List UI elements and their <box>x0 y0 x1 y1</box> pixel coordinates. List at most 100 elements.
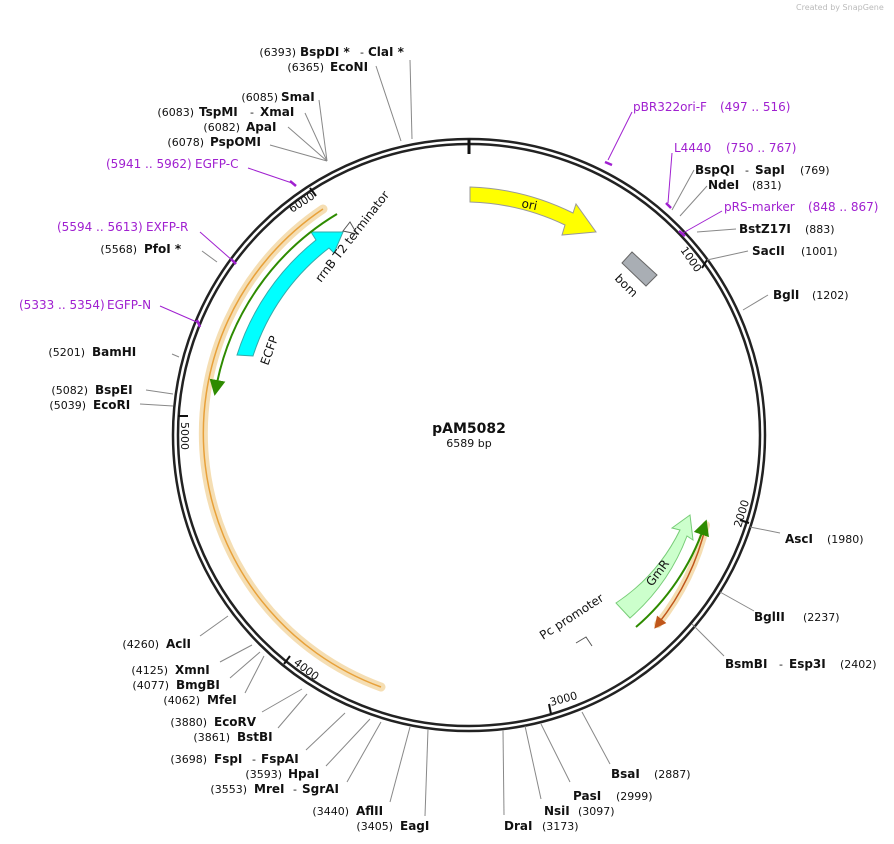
ecfp-label: ECFP <box>258 334 281 367</box>
site-sep-bspdi: - <box>360 46 364 59</box>
leader-bgli <box>742 294 769 311</box>
snapgene-credit: Created by SnapGene <box>796 3 884 12</box>
site-name-bglii: BglII <box>754 610 785 624</box>
site-name-asci: AscI <box>785 532 813 546</box>
site-pos-bspdi: (6393) <box>259 46 296 59</box>
site-name-ecori: EcoRI <box>93 398 130 412</box>
site-sep-mrei: - <box>293 783 297 796</box>
site-pos-mfei: (4062) <box>163 694 200 707</box>
primer-name-exfpr: EXFP-R <box>146 220 188 234</box>
site-name-drai: DraI <box>504 819 532 833</box>
primer-range-l4440: (750 .. 767) <box>726 141 796 155</box>
leader-bspdi <box>375 65 402 142</box>
primer-marks <box>195 160 686 328</box>
site-pos-bstbi: (3861) <box>193 731 230 744</box>
site-pos-econi: (6365) <box>287 61 324 74</box>
site-name-ecorv: EcoRV <box>214 715 257 729</box>
site-pos-bgli: (1202) <box>812 289 849 302</box>
site-name-nsii: NsiI <box>544 804 570 818</box>
plasmid-length: 6589 bp <box>446 437 491 450</box>
site-labels-right: DraI (3173) NsiI (3097) PasI (2999) BsaI… <box>504 163 877 833</box>
leader-mrei <box>346 721 382 783</box>
site-sep-fspi: - <box>252 753 256 766</box>
site-pos-tspmi: (6083) <box>157 106 194 119</box>
site-pos-bstz17i: (883) <box>805 223 835 236</box>
site-pos-pspomi: (6078) <box>167 136 204 149</box>
pc-promoter-label: Pc promoter <box>537 591 606 643</box>
ori-label: ori <box>520 196 538 213</box>
site-pos-smai: (6085) <box>241 91 278 104</box>
leader-ecorv <box>261 688 303 713</box>
ecfp-arrow <box>236 231 344 357</box>
site-name-bsai: BsaI <box>611 767 640 781</box>
primer-mark-exfpr <box>230 258 237 265</box>
primer-labels: pBR322ori-F (497 .. 516) L4440 (750 .. 7… <box>19 100 878 312</box>
leader-mfei <box>244 655 265 694</box>
leader-l4440 <box>667 152 673 204</box>
site-name-bamhi: BamHI <box>92 345 136 359</box>
primer-mark-egfpn <box>195 319 202 328</box>
primer-name-pbr322: pBR322ori-F <box>633 100 707 114</box>
primer-leaders <box>159 111 723 324</box>
primer-range-egfpc: (5941 .. 5962) <box>106 157 192 171</box>
leader-xmni <box>219 644 253 663</box>
tick-label-5000: 5000 <box>178 422 191 450</box>
site-pos-ndei: (831) <box>752 179 782 192</box>
leader-bspei <box>145 389 174 395</box>
leader-pfoi <box>201 250 218 263</box>
site-name-apai: ApaI <box>246 120 276 134</box>
site-name-pspomi: PspOMI <box>210 135 261 149</box>
primer-name-prs: pRS-marker <box>724 200 795 214</box>
site-pos-xmni: (4125) <box>131 664 168 677</box>
leader-bspqi <box>671 169 695 211</box>
leader-bsmbi <box>691 623 725 657</box>
site-name2-bspdi: ClaI * <box>368 45 405 59</box>
leader-pspomi <box>269 144 328 162</box>
site-name2-tspmi: XmaI <box>260 105 294 119</box>
site-name-bstbi: BstBI <box>237 730 273 744</box>
orf-right <box>635 519 710 629</box>
tick-2000 <box>739 519 750 524</box>
tick-1000 <box>701 259 708 269</box>
site-name-bmgbi: BmgBI <box>176 678 220 692</box>
feature-ecfp: ECFP <box>236 231 344 367</box>
site-pos-pfoi: (5568) <box>100 243 137 256</box>
tick-3000 <box>548 703 552 715</box>
tick-label-4000: 4000 <box>291 656 321 683</box>
site-pos-nsii: (3097) <box>578 805 615 818</box>
site-name-mrei: MreI <box>254 782 284 796</box>
site-name-tspmi: TspMI <box>199 105 238 119</box>
primer-mark-prs <box>678 230 686 237</box>
site-pos-bglii: (2237) <box>803 611 840 624</box>
pc-promoter-icon <box>575 636 593 647</box>
site-name-sacii: SacII <box>752 244 785 258</box>
site-pos-eagi: (3405) <box>356 820 393 833</box>
tick-6000 <box>309 187 317 197</box>
leader-apai <box>287 126 328 162</box>
site-pos-mrei: (3553) <box>210 783 247 796</box>
leader-lines <box>139 59 781 817</box>
site-name-fspi: FspI <box>214 752 242 766</box>
leader-bsai <box>581 711 611 765</box>
site-pos-fspi: (3698) <box>170 753 207 766</box>
leader-drai <box>502 729 505 816</box>
leader-ecori <box>139 403 174 407</box>
site-pos-bspei: (5082) <box>51 384 88 397</box>
feature-pc-promoter: Pc promoter <box>537 591 606 647</box>
site-name-bstz17i: BstZ17I <box>739 222 791 236</box>
leader-fspi <box>305 712 346 751</box>
orf-green-left <box>209 213 338 396</box>
site-pos-acli: (4260) <box>122 638 159 651</box>
site-pos-apai: (6082) <box>203 121 240 134</box>
site-name-bgli: BglI <box>773 288 799 302</box>
site-name2-fspi: FspAI <box>261 752 299 766</box>
leader-econi <box>409 59 413 140</box>
site-name-bspdi: BspDI * <box>300 45 350 59</box>
site-name-bspqi: BspQI <box>695 163 735 177</box>
site-pos-bamhi: (5201) <box>48 346 85 359</box>
leader-asci <box>749 526 781 534</box>
leader-prs <box>682 210 723 234</box>
leader-nsii <box>524 725 542 800</box>
leader-egfpc <box>247 167 293 184</box>
